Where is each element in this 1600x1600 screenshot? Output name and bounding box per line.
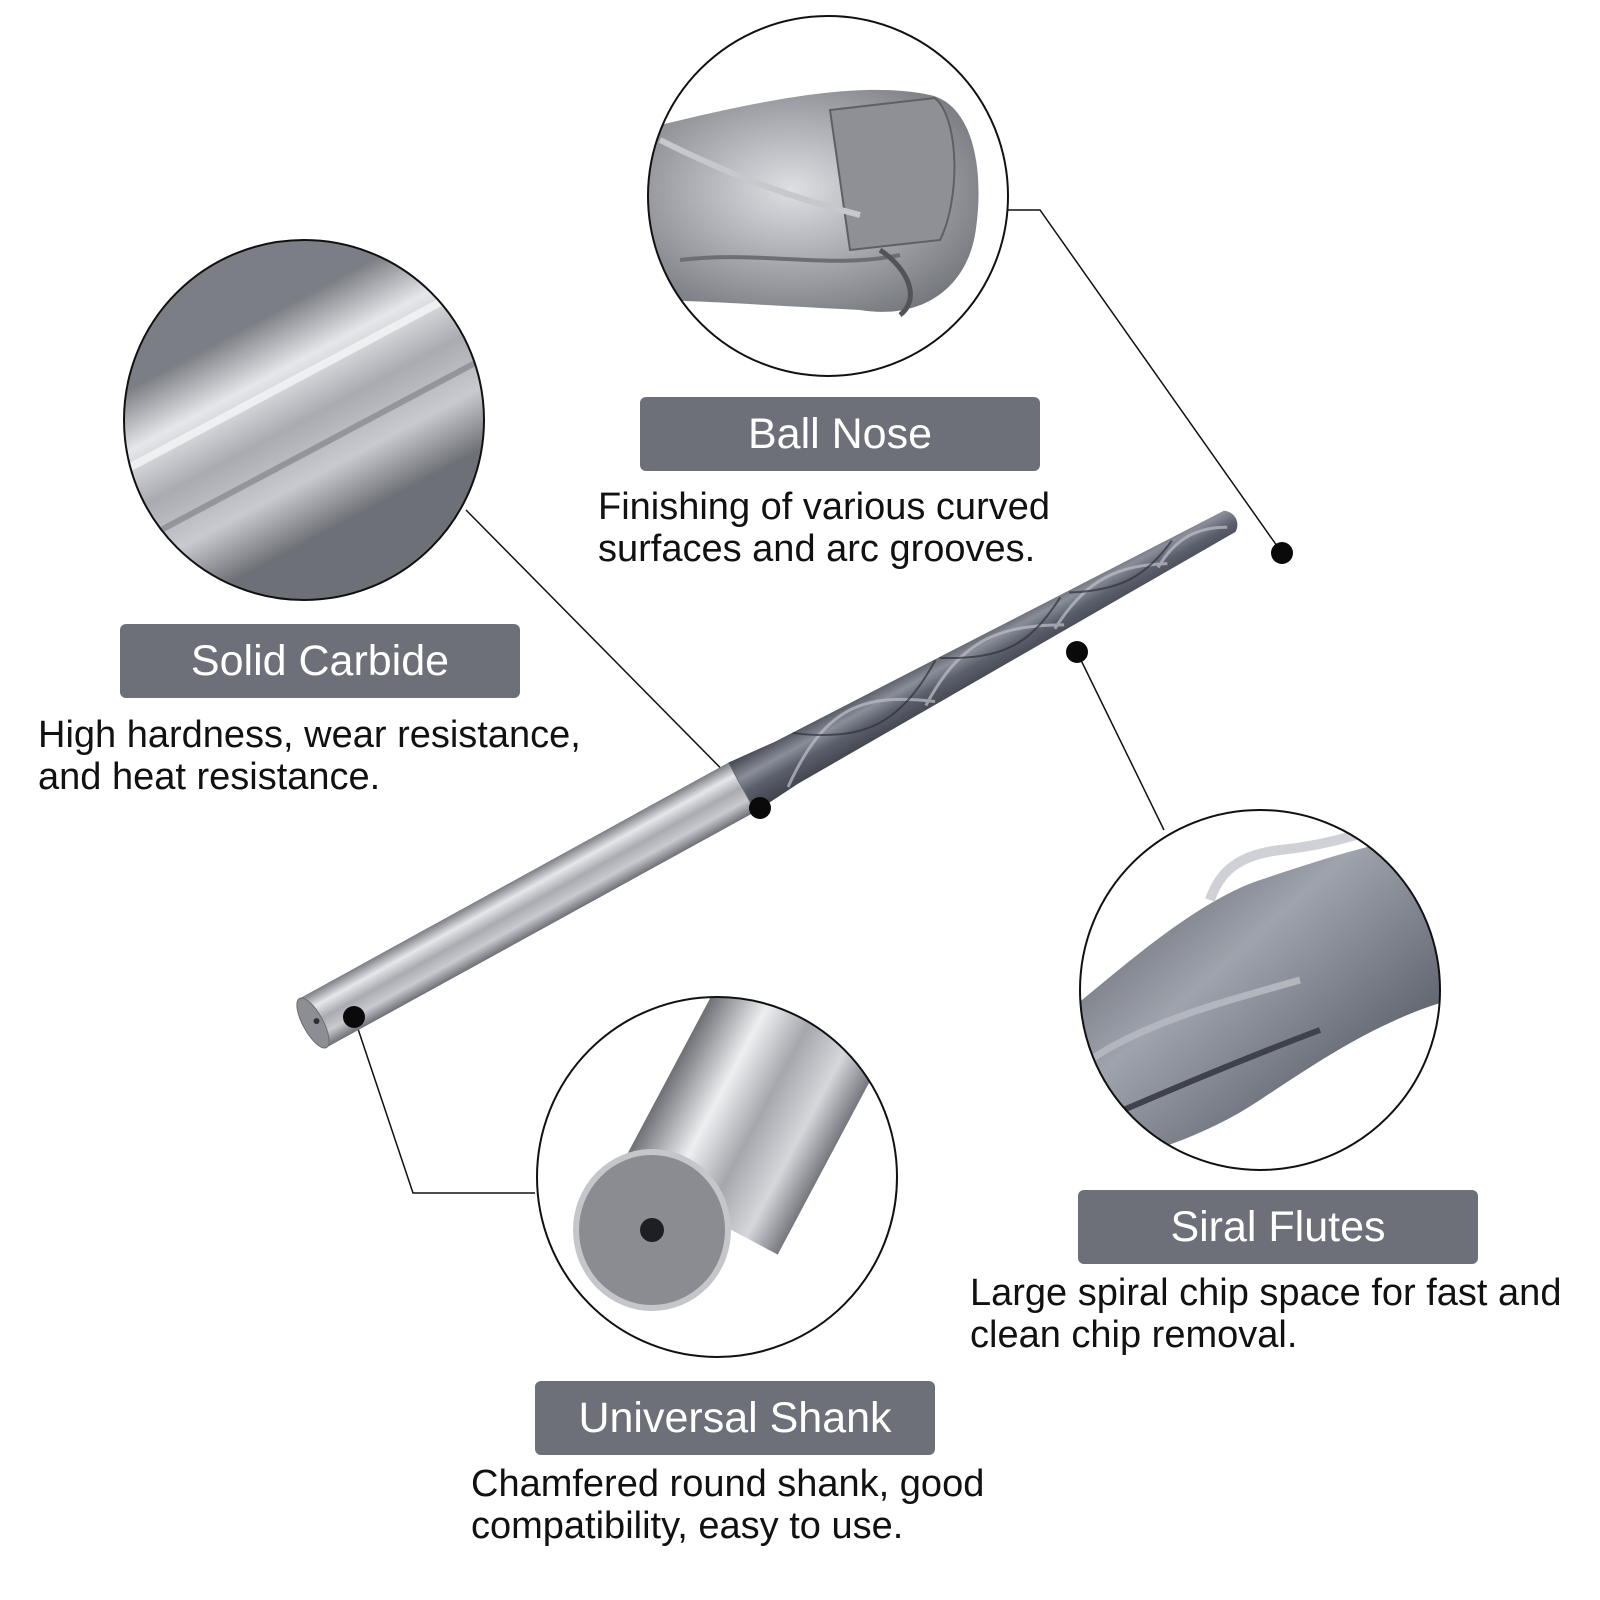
dot-spiral-flutes	[1066, 641, 1088, 663]
label-solid-carbide: Solid Carbide	[120, 624, 520, 698]
zoom-ball-nose	[647, 15, 1009, 377]
leader-universal-shank	[353, 1016, 535, 1194]
desc-universal-shank-line-1: Chamfered round shank, good	[471, 1463, 985, 1505]
desc-universal-shank: Chamfered round shank, good compatibilit…	[471, 1463, 984, 1547]
label-ball-nose-text: Ball Nose	[747, 410, 933, 458]
shank-end-face	[296, 997, 330, 1049]
desc-ball-nose: Finishing of various curved surfaces and…	[598, 486, 1050, 570]
label-universal-shank-text: Universal Shank	[578, 1394, 892, 1442]
desc-spiral-flutes-line-2: clean chip removal.	[970, 1314, 1298, 1356]
label-spiral-flutes-text: Siral Flutes	[1170, 1203, 1386, 1251]
label-universal-shank: Universal Shank	[535, 1381, 935, 1455]
leader-lines	[353, 209, 1283, 1194]
desc-spiral-flutes-line-1: Large spiral chip space for fast and	[970, 1272, 1562, 1314]
zoom-solid-carbide	[123, 239, 485, 601]
zoom-spiral-flutes	[1079, 809, 1441, 1171]
callout-dots	[343, 542, 1293, 1028]
label-spiral-flutes: Siral Flutes	[1078, 1190, 1478, 1264]
end-mill-tool	[296, 510, 1238, 1049]
leader-ball-nose	[1008, 209, 1283, 554]
label-solid-carbide-text: Solid Carbide	[190, 637, 450, 685]
desc-solid-carbide-line-2: and heat resistance.	[38, 756, 381, 798]
dot-universal-shank	[343, 1006, 365, 1028]
dot-solid-carbide	[749, 797, 771, 819]
label-ball-nose: Ball Nose	[640, 397, 1040, 471]
tool-shank	[299, 762, 756, 1048]
desc-ball-nose-line-2: surfaces and arc grooves.	[598, 528, 1036, 570]
leader-spiral-flutes	[1076, 651, 1165, 831]
center-hole-icon	[640, 1218, 664, 1242]
zoom-universal-shank	[536, 996, 898, 1358]
desc-ball-nose-line-1: Finishing of various curved	[598, 486, 1050, 528]
desc-solid-carbide-line-1: High hardness, wear resistance,	[38, 714, 581, 756]
desc-spiral-flutes: Large spiral chip space for fast and cle…	[970, 1272, 1561, 1356]
leader-solid-carbide	[465, 509, 761, 809]
desc-universal-shank-line-2: compatibility, easy to use.	[471, 1505, 904, 1547]
desc-solid-carbide: High hardness, wear resistance, and heat…	[38, 714, 581, 798]
dot-ball-nose	[1271, 542, 1293, 564]
shank-center-hole	[313, 1018, 320, 1025]
